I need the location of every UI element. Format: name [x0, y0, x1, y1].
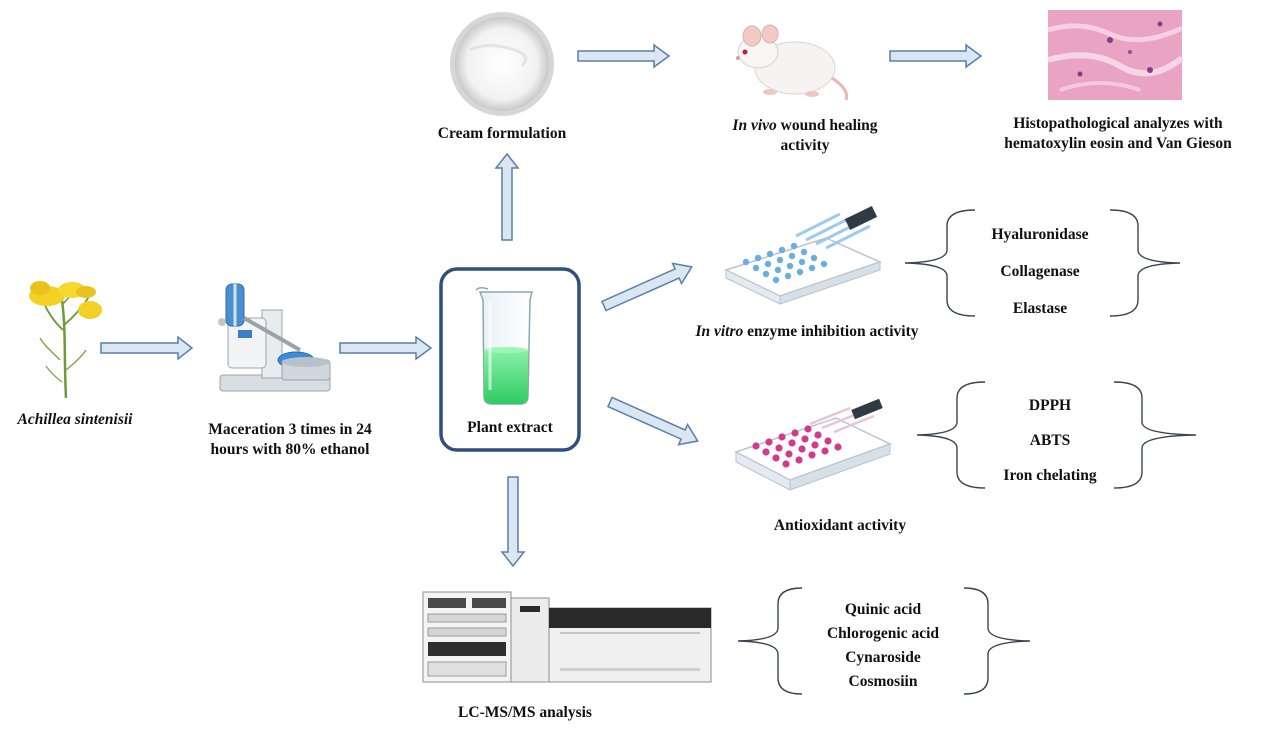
mouse-icon	[736, 24, 849, 101]
microplate-pink-icon	[734, 398, 892, 491]
rotary-evaporator-icon	[218, 283, 331, 392]
plant-name-label: Achillea sintenisii	[17, 411, 133, 428]
histology-image-icon	[1047, 10, 1184, 100]
arrow-extract-to-lcms	[500, 476, 526, 568]
cream-formulation-label: Cream formulation	[437, 125, 567, 142]
compound-item: Cosmosiin	[848, 673, 918, 690]
lcms-instrument-icon	[422, 591, 712, 683]
compound-item: Cynaroside	[845, 649, 921, 666]
arrow-cream-to-invivo	[577, 43, 671, 69]
arrow-extract-to-cream	[494, 152, 520, 241]
maceration-label: Maceration 3 times in 24 hours with 80% …	[208, 421, 372, 458]
enzyme-list: Hyaluronidase Collagenase Elastase	[960, 216, 1120, 327]
arrow-plant-to-maceration	[100, 335, 194, 361]
compound-item: Quinic acid	[844, 601, 922, 618]
plant-extract-label: Plant extract	[467, 419, 553, 436]
enzyme-item: Elastase	[1012, 300, 1068, 317]
arrow-maceration-to-extract	[339, 335, 433, 361]
in-vivo-label: In vivo wound healing activity	[732, 117, 878, 154]
compound-list: Quinic acid Chlorogenic acid Cynaroside …	[800, 598, 966, 694]
in-vitro-label: In vitro enzyme inhibition activity	[695, 323, 919, 340]
assay-item: ABTS	[1029, 432, 1071, 449]
assay-item: Iron chelating	[1003, 467, 1097, 484]
enzyme-item: Hyaluronidase	[991, 226, 1089, 243]
arrow-invivo-to-histology	[889, 43, 983, 69]
yarrow-plant-icon	[29, 281, 102, 399]
compound-item: Chlorogenic acid	[826, 625, 940, 642]
brace-antioxidant	[916, 381, 1197, 489]
antioxidant-assay-list: DPPH ABTS Iron chelating	[970, 388, 1130, 493]
brace-enzymes	[904, 209, 1181, 317]
brace-compounds	[737, 587, 1031, 695]
histopathology-label: Histopathological analyzes with hematoxy…	[1004, 115, 1232, 152]
lcms-analysis-label: LC-MS/MS analysis	[458, 704, 592, 721]
microplate-blue-icon	[723, 206, 883, 305]
cream-jar-icon	[450, 12, 554, 116]
assay-item: DPPH	[1028, 397, 1072, 414]
arrow-extract-to-antioxidant	[606, 396, 699, 446]
arrow-extract-to-invitro	[600, 262, 693, 312]
beaker-icon	[475, 286, 533, 405]
enzyme-item: Collagenase	[1000, 263, 1080, 280]
antioxidant-activity-label: Antioxidant activity	[773, 517, 907, 534]
